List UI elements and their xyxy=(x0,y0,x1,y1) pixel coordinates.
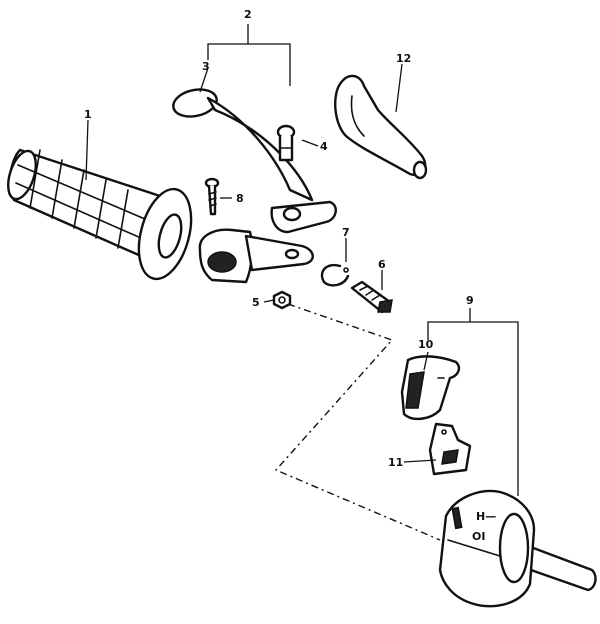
pivot-bolt xyxy=(276,124,296,162)
leader-lines xyxy=(85,24,519,496)
clutch-lever xyxy=(172,88,337,234)
callout-2: 2 xyxy=(244,8,252,21)
switch-face-bottom-label: OI xyxy=(472,530,485,543)
lever-cover xyxy=(334,74,428,180)
switch-face-top-label: H— xyxy=(476,510,496,523)
callout-7: 7 xyxy=(342,226,350,239)
callout-11: 11 xyxy=(388,456,403,469)
callout-10: 10 xyxy=(418,338,434,351)
cable-route-line xyxy=(274,303,441,541)
cable-adjuster xyxy=(350,280,393,314)
switch-cover-part xyxy=(400,355,461,421)
callout-9: 9 xyxy=(466,294,474,307)
callout-4: 4 xyxy=(320,140,328,153)
callout-3: 3 xyxy=(202,60,210,73)
callout-6: 6 xyxy=(378,258,386,271)
lever-holder xyxy=(198,228,314,284)
callout-labels: 2 3 1 4 8 5 7 6 12 9 10 11 xyxy=(84,8,474,469)
handlebar-grip xyxy=(7,148,193,281)
callout-1: 1 xyxy=(84,108,92,121)
callout-12: 12 xyxy=(396,52,411,65)
switch-assembly: H— OI xyxy=(438,489,597,608)
callout-5: 5 xyxy=(252,296,260,309)
switch-plate xyxy=(428,422,472,476)
holder-screw xyxy=(204,177,220,216)
callout-8: 8 xyxy=(236,192,244,205)
circlip xyxy=(320,263,350,287)
lock-nut xyxy=(272,290,292,310)
